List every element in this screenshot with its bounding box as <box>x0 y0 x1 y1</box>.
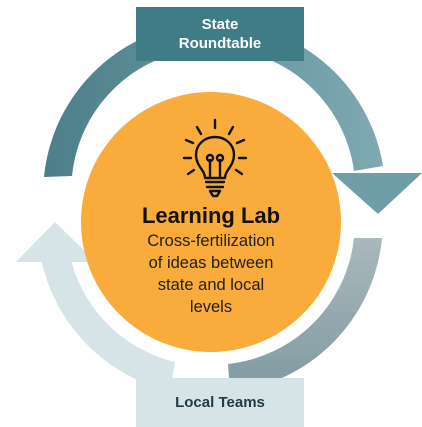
description-line-1: Cross-fertilization <box>147 232 275 250</box>
description-line-3: state and local <box>157 276 265 294</box>
state-roundtable-line-1: State <box>201 16 239 33</box>
lightbulb-icon <box>182 118 248 198</box>
top-arc <box>44 22 383 177</box>
description-line-4: levels <box>189 298 233 316</box>
learning-lab-title: Learning Lab <box>141 203 281 228</box>
learning-lab-circle <box>81 92 341 352</box>
state-roundtable-box: State Roundtable <box>136 7 304 61</box>
learning-lab-text: Learning Lab Cross-fertilization of idea… <box>121 202 301 318</box>
arrowhead-left <box>16 222 96 262</box>
local-teams-label: Local Teams <box>175 394 265 411</box>
arrowhead-right <box>332 173 422 214</box>
local-teams-box: Local Teams <box>136 378 304 427</box>
bottom-left-arc <box>41 252 175 391</box>
description-line-2: of ideas between <box>148 254 274 272</box>
learning-lab-description: Cross-fertilization of ideas between sta… <box>121 230 301 318</box>
bottom-right-arc <box>228 238 382 392</box>
state-roundtable-line-2: Roundtable <box>178 35 262 52</box>
